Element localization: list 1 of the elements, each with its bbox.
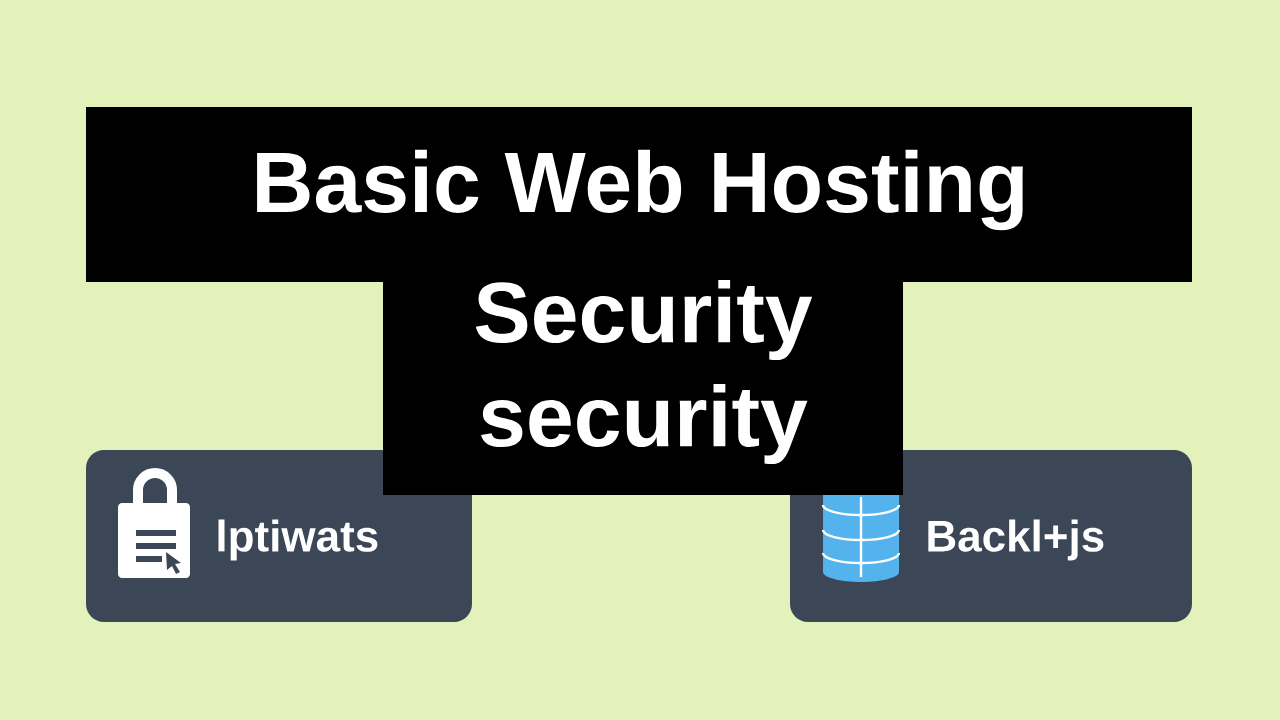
- title-banner: Basic Web Hosting Security security: [86, 107, 1192, 495]
